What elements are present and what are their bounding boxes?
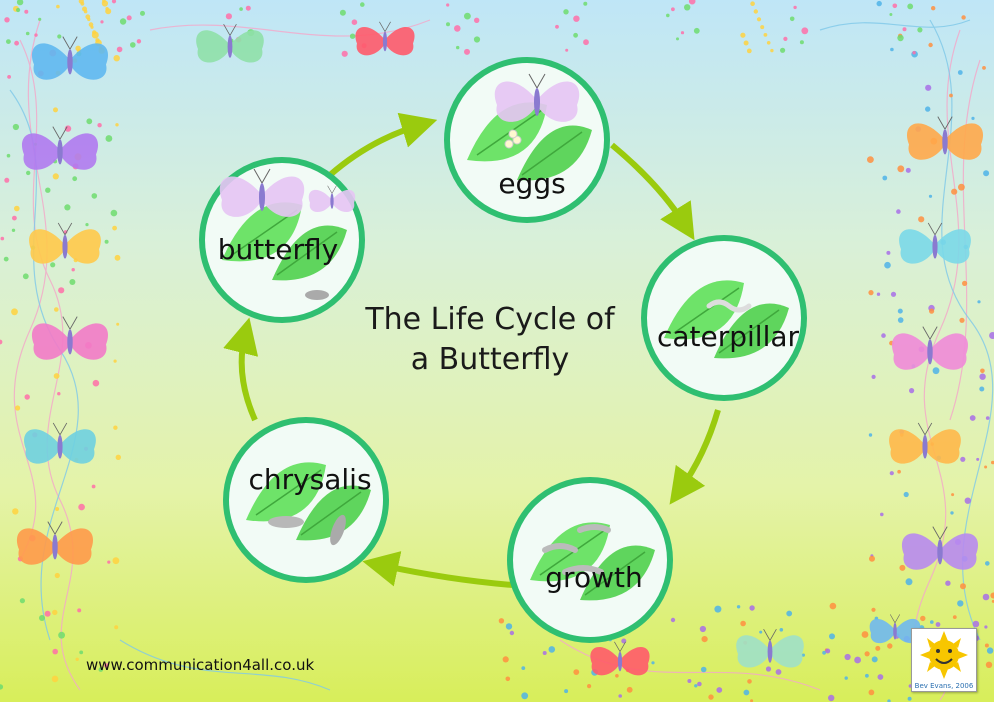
butterfly-icon: [736, 629, 804, 668]
butterfly-icon: [21, 126, 99, 170]
butterfly-icon: [899, 222, 971, 264]
arrow-butterfly-to-eggs: [328, 112, 438, 178]
author-logo: Bev Evans, 2006: [911, 628, 977, 692]
butterfly-icon: [590, 641, 650, 676]
stage-circle-eggs: [444, 57, 610, 223]
stage-circle-caterpillar: [641, 235, 807, 401]
arrow-eggs-to-caterpillar: [610, 142, 695, 241]
butterfly-icon: [31, 36, 109, 80]
sun-smiley-icon: [920, 631, 968, 679]
stage-label-butterfly: butterfly: [217, 233, 339, 266]
website-link[interactable]: www.communication4all.co.uk: [86, 656, 315, 674]
butterfly-icon: [29, 222, 101, 264]
butterfly-icon: [901, 526, 979, 570]
title-line-2: a Butterfly: [410, 342, 570, 377]
butterfly-icon: [494, 73, 580, 122]
butterfly-icon: [355, 21, 415, 56]
logo-caption: Bev Evans, 2006: [914, 682, 974, 690]
diagram-title: The Life Cycle of a Butterfly: [340, 300, 640, 380]
butterfly-icon: [891, 326, 969, 370]
butterfly-icon: [308, 185, 356, 213]
stage-label-growth: growth: [545, 561, 643, 594]
butterfly-icon: [196, 24, 264, 63]
stage-circle-growth: [507, 477, 673, 643]
arrow-caterpillar-to-growth: [669, 409, 721, 505]
arrow-chrysalis-to-butterfly: [223, 317, 259, 422]
butterfly-icon: [889, 422, 961, 464]
stage-label-chrysalis: chrysalis: [248, 463, 372, 496]
stage-circle-butterfly: [199, 157, 365, 323]
butterfly-icon: [906, 116, 984, 160]
title-line-1: The Life Cycle of: [365, 302, 615, 337]
stage-label-caterpillar: caterpillar: [656, 320, 800, 353]
butterfly-icon: [16, 521, 94, 565]
stage-label-eggs: eggs: [498, 167, 566, 200]
butterfly-icon: [24, 422, 96, 464]
butterfly-icon: [31, 316, 109, 360]
stage-circle-chrysalis: [223, 417, 389, 583]
arrow-growth-to-chrysalis: [362, 551, 513, 588]
butterfly-icon: [219, 168, 305, 217]
